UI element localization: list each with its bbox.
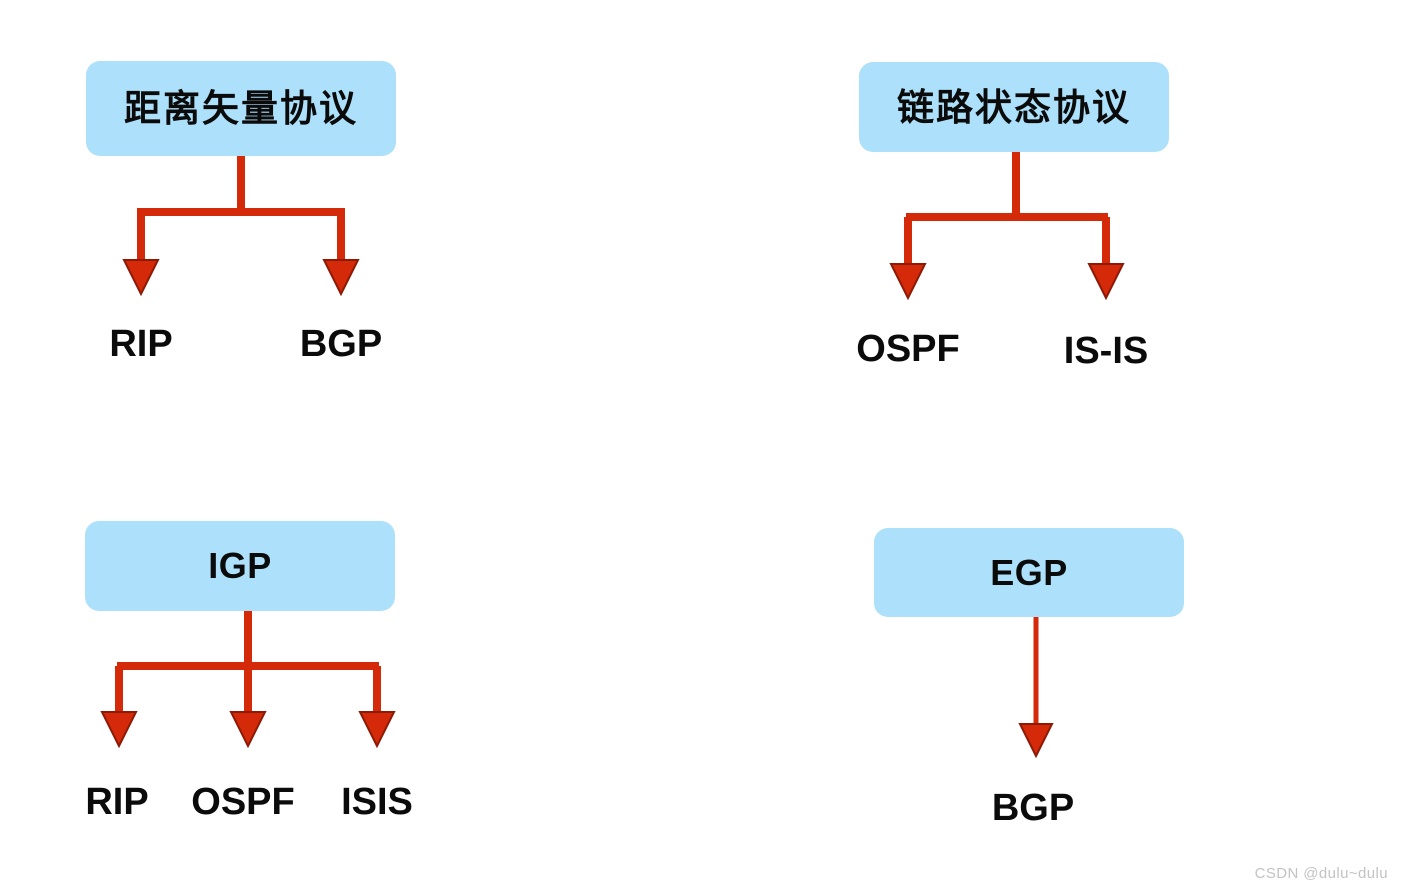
leaf-label-isis-igp: ISIS (341, 781, 413, 823)
node-label-distance-vector: 距离矢量协议 (124, 87, 358, 130)
connector-egp (1018, 617, 1054, 759)
connector-link-state (889, 152, 1125, 301)
node-label-link-state: 链路状态协议 (897, 85, 1131, 129)
connector-distance-vector (122, 156, 360, 297)
node-label-egp: EGP (990, 551, 1068, 593)
watermark: CSDN @dulu~dulu (1254, 865, 1388, 882)
leaf-label-bgp-egp: BGP (991, 787, 1075, 829)
leaf-label-ospf-igp: OSPF (191, 781, 295, 823)
node-box-distance-vector[interactable]: 距离矢量协议 (86, 61, 396, 156)
node-label-igp: IGP (208, 545, 272, 586)
leaf-label-rip-dv: RIP (109, 323, 173, 365)
node-box-egp[interactable]: EGP (874, 528, 1184, 617)
node-box-link-state[interactable]: 链路状态协议 (859, 62, 1169, 152)
leaf-label-rip-igp: RIP (85, 781, 149, 823)
connector-igp (100, 611, 396, 749)
node-box-igp[interactable]: IGP (85, 521, 395, 611)
leaf-label-bgp-dv: BGP (299, 323, 383, 365)
leaf-label-ospf-ls: OSPF (856, 328, 960, 370)
leaf-label-isis-ls: IS-IS (1063, 330, 1149, 372)
